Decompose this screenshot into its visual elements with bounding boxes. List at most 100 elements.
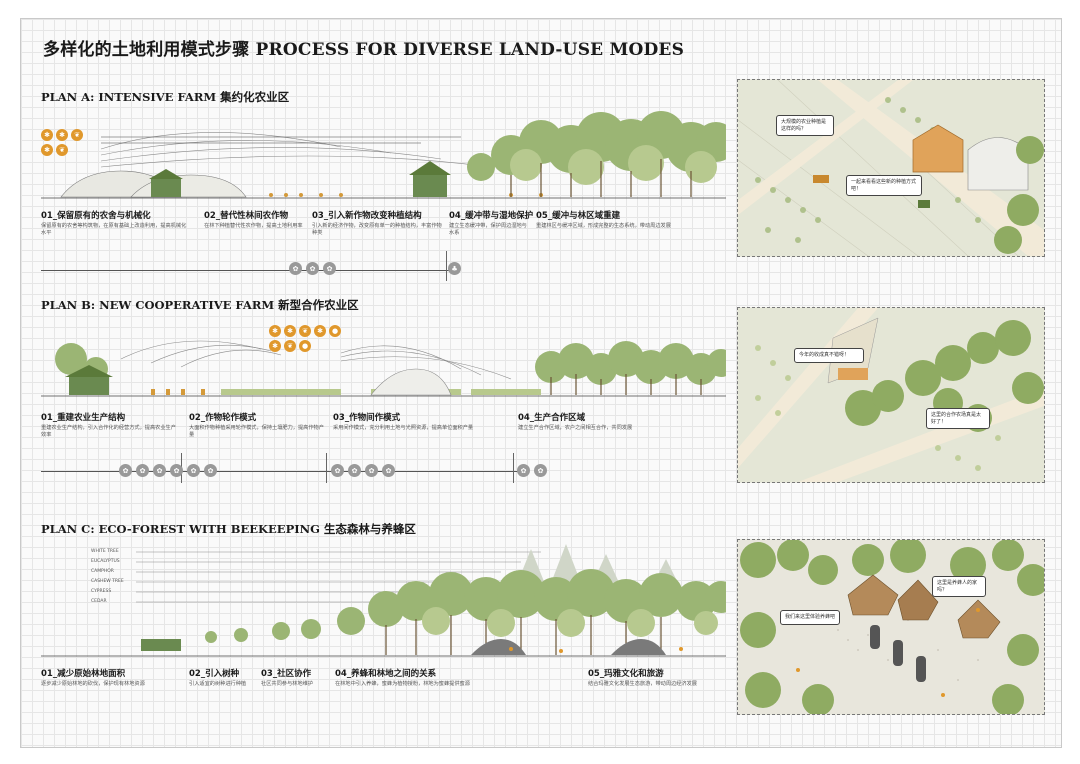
tree-symbol-icon: ♣	[448, 262, 461, 275]
step-description: 重建农业生产结构，引入合作化的经营方式，提高农业生产效率	[41, 425, 176, 438]
plan-a-step-4: 04_缓冲带与湿地保护 建立生态缓冲带，保护周边湿地与水系	[449, 209, 534, 237]
plan-c-step-2: 02_引入树种 引入适宜的树种进行种植	[189, 667, 255, 688]
plan-b-step-4: 04_生产合作区域 建立生产合作区域，农户之间相互合作，共同发展	[518, 411, 668, 432]
plan-b-crop-icons: ✱ ✱ ❦ ✱ ● ✱ ❦ ●	[269, 325, 341, 352]
step-description: 采用间作模式，充分利用土地与光照资源，提高单位面积产量	[333, 425, 474, 431]
crop-symbol-icon: ✿	[323, 262, 336, 275]
plan-a-step-5: 05_缓冲与林区域重建 重建林区与缓冲区域，形成完整的生态系统，带动周边发展	[536, 209, 721, 230]
crop-symbol-icon: ✿	[170, 464, 183, 477]
fruit-icon: ●	[299, 340, 311, 352]
crop-symbol-icon: ✿	[187, 464, 200, 477]
wheat-icon: ✱	[41, 144, 53, 156]
plan-c-step-4: 04_养蜂和林地之间的关系 在林地中引入养蜂，蜜蜂为植物授粉，林地为蜜蜂提供蜜源	[335, 667, 575, 688]
tree-height-labels: WHITE TREE EUCALYPTUS CAMPHOR CASHEW TRE…	[91, 547, 124, 607]
page-title: 多样化的土地利用模式步骤 PROCESS FOR DIVERSE LAND-US…	[43, 40, 685, 60]
step-title: 02_引入树种	[189, 669, 240, 679]
plan-b-perspective-view: 今年的收成真不错呀！ 这里的合作农场真是太好了！	[737, 307, 1045, 483]
step-description: 引入新的经济作物，改变原有单一的种植结构，丰富作物种类	[312, 223, 442, 236]
step-title: 01_重建农业生产结构	[41, 413, 126, 423]
step-title: 04_生产合作区域	[518, 413, 586, 423]
plan-c-landscape	[41, 539, 726, 657]
plan-c-title: PLAN C: ECO-FOREST WITH BEEKEEPING 生态森林与…	[41, 522, 416, 536]
speech-bubble: 大规模的农业种植是这样的吗？	[776, 115, 834, 136]
plan-a-step-3: 03_引入新作物改变种植结构 引入新的经济作物，改变原有单一的种植结构，丰富作物…	[312, 209, 442, 237]
crop-symbol-icon: ✿	[289, 262, 302, 275]
wheat-icon: ✱	[284, 325, 296, 337]
wheat-icon: ✱	[56, 129, 68, 141]
plan-a-timeline	[41, 270, 451, 271]
plan-b-step-1: 01_重建农业生产结构 重建农业生产结构，引入合作化的经营方式，提高农业生产效率	[41, 411, 181, 439]
step-title: 02_替代性林间农作物	[204, 211, 289, 221]
plan-b-title: PLAN B: NEW COOPERATIVE FARM 新型合作农业区	[41, 298, 359, 312]
crop-symbol-icon: ✿	[382, 464, 395, 477]
poster-board: 多样化的土地利用模式步骤 PROCESS FOR DIVERSE LAND-US…	[20, 18, 1062, 748]
step-description: 保留原有的农舍等构筑物，在原有基础上改造利用，提高机械化水平	[41, 223, 187, 236]
step-title: 04_养蜂和林地之间的关系	[335, 669, 437, 679]
speech-bubble: 我们来这里体验养蜂吧	[780, 610, 840, 625]
step-title: 03_社区协作	[261, 669, 312, 679]
plan-b-symbols-2: ✿ ✿	[187, 464, 217, 477]
plan-a-crop-symbols: ✿ ✿ ✿	[289, 262, 336, 275]
fruit-icon: ●	[329, 325, 341, 337]
crop-symbol-icon: ✿	[136, 464, 149, 477]
step-title: 03_作物间作模式	[333, 413, 401, 423]
wheat-icon: ✱	[314, 325, 326, 337]
step-description: 逐步减少原始林地的砍伐，保护现有林地资源	[41, 681, 145, 687]
plan-a-landscape	[41, 97, 726, 201]
plan-a-forest-symbol: ♣	[448, 262, 461, 275]
leaf-icon: ❦	[71, 129, 83, 141]
step-title: 01_减少原始林地面积	[41, 669, 126, 679]
step-description: 引入适宜的树种进行种植	[189, 681, 247, 687]
tree-label: EUCALYPTUS	[91, 559, 120, 564]
timeline-marker	[446, 251, 447, 281]
step-description: 建立生产合作区域，农户之间相互合作，共同发展	[518, 425, 633, 431]
leaf-icon: ❦	[56, 144, 68, 156]
leaf-icon: ❦	[299, 325, 311, 337]
leaf-icon: ❦	[284, 340, 296, 352]
crop-symbol-icon: ✿	[204, 464, 217, 477]
plan-c-step-5: 05_玛雅文化和旅游 结合玛雅文化发展生态旅游，带动周边经济发展	[588, 667, 728, 688]
step-title: 05_玛雅文化和旅游	[588, 669, 664, 679]
plan-b-step-3: 03_作物间作模式 采用间作模式，充分利用土地与光照资源，提高单位面积产量	[333, 411, 503, 432]
step-title: 04_缓冲带与湿地保护	[449, 211, 534, 221]
wheat-icon: ✱	[269, 340, 281, 352]
step-description: 社区共同参与林地维护	[261, 681, 313, 687]
tree-label: CYPRESS	[91, 589, 112, 594]
crop-symbol-icon: ✿	[365, 464, 378, 477]
step-description: 在林地中引入养蜂，蜜蜂为植物授粉，林地为蜜蜂提供蜜源	[335, 681, 470, 687]
plan-a-crop-icons: ✱ ✱ ❦ ✱ ❦	[41, 129, 83, 156]
tree-label: CASHEW TREE	[91, 579, 124, 584]
timeline-marker	[513, 453, 514, 483]
plan-c-step-1: 01_减少原始林地面积 逐步减少原始林地的砍伐，保护现有林地资源	[41, 667, 191, 688]
plan-b-timeline	[41, 471, 521, 472]
step-description: 在林下种植替代性农作物，提高土地利用率	[204, 223, 303, 229]
crop-symbol-icon: ✿	[348, 464, 361, 477]
plan-b-symbols-1: ✿ ✿ ✿ ✿	[119, 464, 183, 477]
plan-a-perspective-view: 大规模的农业种植是这样的吗？ 一起来看看这些新的种植方式吧！	[737, 79, 1045, 257]
crop-symbol-icon: ✿	[534, 464, 547, 477]
plan-c-perspective-view: 这里是养蜂人的家吗？ 我们来这里体验养蜂吧	[737, 539, 1045, 715]
tree-label: WHITE TREE	[91, 549, 119, 554]
crop-symbol-icon: ✿	[153, 464, 166, 477]
crop-symbol-icon: ✿	[517, 464, 530, 477]
timeline-marker	[326, 453, 327, 483]
plan-a-step-2: 02_替代性林间农作物 在林下种植替代性农作物，提高土地利用率	[204, 209, 304, 230]
plan-a-title: PLAN A: INTENSIVE FARM 集约化农业区	[41, 90, 290, 104]
speech-bubble: 这里的合作农场真是太好了！	[926, 408, 990, 429]
crop-symbol-icon: ✿	[119, 464, 132, 477]
tree-label: CAMPHOR	[91, 569, 114, 574]
speech-bubble: 这里是养蜂人的家吗？	[932, 576, 986, 597]
step-description: 结合玛雅文化发展生态旅游，带动周边经济发展	[588, 681, 697, 687]
wheat-icon: ✱	[269, 325, 281, 337]
speech-bubble: 一起来看看这些新的种植方式吧！	[846, 175, 922, 196]
plan-b-symbols-4: ✿ ✿	[517, 464, 547, 477]
crop-symbol-icon: ✿	[306, 262, 319, 275]
plan-c-step-3: 03_社区协作 社区共同参与林地维护	[261, 667, 329, 688]
step-description: 建立生态缓冲带，保护周边湿地与水系	[449, 223, 527, 236]
step-title: 02_作物轮作模式	[189, 413, 257, 423]
step-title: 03_引入新作物改变种植结构	[312, 211, 422, 221]
wheat-icon: ✱	[41, 129, 53, 141]
step-description: 大面积作物种植采用轮作模式，保持土壤肥力，提高作物产量	[189, 425, 324, 438]
speech-bubble: 今年的收成真不错呀！	[794, 348, 864, 363]
step-title: 05_缓冲与林区域重建	[536, 211, 621, 221]
